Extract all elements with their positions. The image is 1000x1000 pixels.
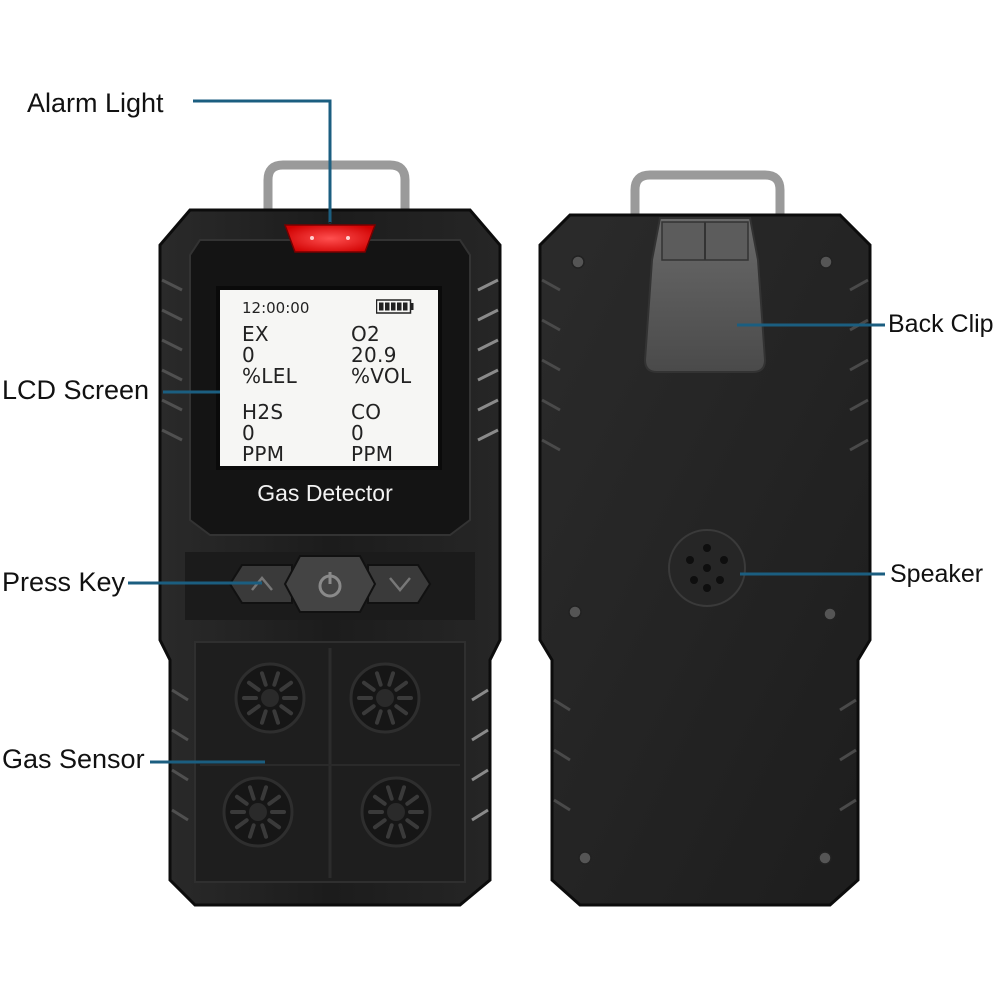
- reading-gas-o2: O2: [351, 322, 381, 346]
- reading-value-o2: 20.9: [351, 343, 397, 367]
- reading-gas-ex: EX: [242, 322, 269, 346]
- reading-gas-h2s: H2S: [242, 400, 284, 424]
- reading-unit-h2s: PPM: [242, 442, 285, 466]
- gas-sensor-grille: [234, 662, 306, 734]
- callout-back-clip: Back Clip: [888, 310, 994, 338]
- gas-sensor-grille: [222, 776, 294, 848]
- reading-value-h2s: 0: [242, 421, 256, 445]
- callout-speaker: Speaker: [890, 560, 984, 588]
- battery-bar: [397, 302, 402, 311]
- front-right-grip: [471, 278, 499, 822]
- reading-unit-ex: %LEL: [242, 364, 298, 388]
- down-key: [367, 564, 432, 604]
- reading-value-ex: 0: [242, 343, 256, 367]
- back-handle: [630, 170, 785, 245]
- battery-bar: [379, 302, 384, 311]
- screws: [568, 255, 837, 865]
- alarm-light-line: [193, 99, 332, 222]
- battery-bar: [385, 302, 390, 311]
- front-left-grip: [161, 278, 189, 822]
- reading-value-co: 0: [351, 421, 365, 445]
- callout-gas-sensor: Gas Sensor: [2, 744, 145, 774]
- screen-time: 12:00:00: [242, 299, 310, 317]
- reading-gas-co: CO: [351, 400, 382, 424]
- gas-sensor-grille: [360, 776, 432, 848]
- back-device: [538, 170, 872, 907]
- lcd-screen: 12:00:00 EX 0 %LEL O2 20.9 %VOL H2S 0 PP…: [220, 290, 438, 466]
- gas-sensor-grille: [349, 662, 421, 734]
- reading-unit-o2: %VOL: [351, 364, 412, 388]
- battery-bar: [391, 302, 396, 311]
- gas-sensors: [222, 662, 432, 848]
- alarm-light: [283, 224, 377, 253]
- reading-unit-co: PPM: [351, 442, 394, 466]
- callout-lcd-screen: LCD Screen: [2, 375, 150, 405]
- front-handle: [263, 160, 410, 215]
- callout-alarm-light: Alarm Light: [27, 88, 164, 118]
- battery-bar: [403, 302, 408, 311]
- callout-press-key: Press Key: [2, 567, 126, 597]
- device-brand-label: Gas Detector: [257, 480, 393, 506]
- front-device: [158, 160, 502, 907]
- battery-level-icon: [376, 299, 414, 314]
